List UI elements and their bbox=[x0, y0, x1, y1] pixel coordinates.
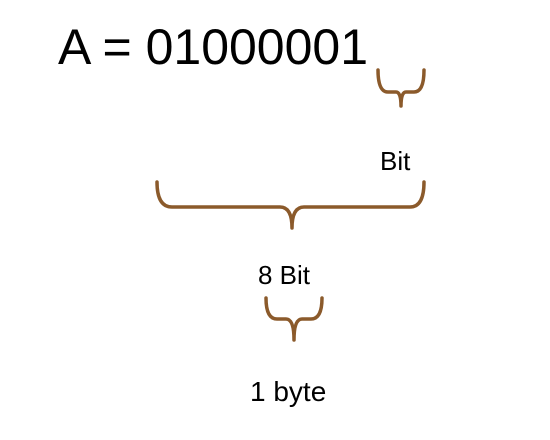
byte-brace bbox=[264, 296, 324, 342]
single-bit-brace bbox=[376, 68, 426, 108]
eight-bit-brace bbox=[155, 180, 426, 230]
bit-label: Bit bbox=[380, 146, 411, 176]
eight-bit-label: 8 Bit bbox=[258, 260, 311, 290]
one-byte-label: 1 byte bbox=[250, 376, 327, 407]
binary-equation: A = 01000001 bbox=[58, 19, 369, 75]
